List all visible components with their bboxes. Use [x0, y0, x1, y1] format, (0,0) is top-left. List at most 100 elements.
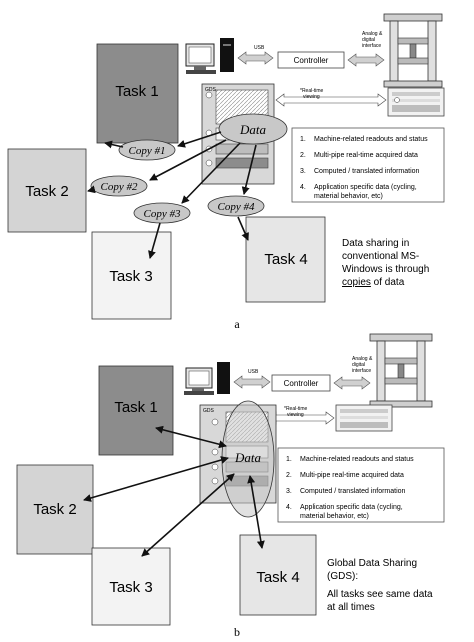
memory-label: GDS [205, 87, 217, 93]
arrow-data-to-copy1 [177, 131, 222, 148]
legend-box-b: 1. Machine-related readouts and status 2… [277, 447, 445, 523]
analog-digital-link-b: Analog & digital interface [333, 356, 373, 390]
computer-icon-b [184, 362, 230, 395]
legend-box: 1. Machine-related readouts and status 2… [291, 127, 445, 203]
digital-label: digital [362, 37, 375, 43]
controller-box-b: Controller [271, 374, 331, 392]
note-a-line3: Windows is through [342, 264, 429, 275]
realtime-viewing: *Real-time viewing [275, 87, 445, 117]
test-machine-icon-b [369, 333, 433, 408]
arrow-task1-data [155, 425, 227, 449]
copy-4-label: Copy #4 [218, 201, 255, 213]
data-label-b: Data [234, 450, 262, 465]
legend-num-1: 1. [300, 136, 306, 143]
memory-label-b: GDS [203, 408, 215, 414]
note-a-line1: Data sharing in [342, 238, 409, 249]
computer-icon [185, 38, 234, 74]
test-machine-icon [383, 13, 443, 88]
data-node: Data [218, 113, 288, 145]
analog-label-b: Analog & [352, 356, 373, 362]
copy-2: Copy #2 [90, 175, 148, 197]
digital-label-b: digital [352, 362, 365, 368]
task-2: Task 2 [7, 148, 87, 233]
legend-b-num-2: 2. [286, 472, 292, 479]
task-4-b-label: Task 4 [256, 569, 299, 586]
copy-1-label: Copy #1 [129, 145, 166, 157]
usb-link-b: USB [233, 369, 271, 389]
task-3-label: Task 3 [109, 268, 152, 285]
task-1-b: Task 1 [98, 365, 174, 456]
copy-2-label: Copy #2 [101, 181, 138, 193]
note-b: Global Data Sharing (GDS): All tasks see… [327, 558, 433, 613]
task-1-b-label: Task 1 [114, 399, 157, 416]
note-a-underlined: copies [342, 277, 371, 288]
controller-box: Controller [277, 51, 345, 69]
viewing-label-b: viewing [287, 412, 304, 418]
panel-b: USB Controller Analog & digital interfac… [16, 333, 445, 639]
note-b-line2: (GDS): [327, 571, 358, 582]
legend-b-item-4: Application specific data (cycling, [300, 504, 403, 511]
task-2-label: Task 2 [25, 183, 68, 200]
task-1: Task 1 [96, 43, 179, 144]
arrow-copy3-to-task3 [148, 222, 161, 259]
copy-3-label: Copy #3 [144, 208, 181, 220]
analog-label: Analog & [362, 31, 383, 37]
note-a-line2: conventional MS- [342, 251, 419, 262]
legend-item-4: Application specific data (cycling, [314, 184, 417, 191]
task-2-b-label: Task 2 [33, 501, 76, 518]
task-3-b: Task 3 [91, 547, 171, 626]
note-a: Data sharing in conventional MS- Windows… [342, 238, 429, 288]
data-node-b: Data [221, 400, 275, 518]
arrow-copy2-to-task2 [87, 185, 96, 194]
legend-item-1: Machine-related readouts and status [314, 136, 428, 143]
legend-item-2: Multi-pipe real-time acquired data [314, 152, 418, 159]
note-b-line3: All tasks see same data [327, 589, 433, 600]
legend-item-4b: material behavior, etc) [314, 193, 383, 200]
data-label: Data [239, 122, 267, 137]
usb-link: USB [237, 45, 274, 65]
arrow-task4-data [247, 475, 265, 549]
usb-label-b: USB [248, 369, 259, 375]
task-3-b-label: Task 3 [109, 579, 152, 596]
interface-label: interface [362, 43, 381, 49]
realtime-viewing-b: *Real-time viewing [267, 404, 393, 432]
copy-1: Copy #1 [118, 139, 176, 161]
note-b-line4: at all times [327, 602, 375, 613]
arrow-task3-data [141, 473, 235, 557]
panel-a: USB Controller Analog & digital interfac… [7, 13, 445, 331]
caption-b: b [234, 625, 240, 639]
task-4: Task 4 [245, 216, 326, 303]
legend-b-num-1: 1. [286, 456, 292, 463]
legend-b-item-2: Multi-pipe real-time acquired data [300, 472, 404, 479]
arrow-copy1-to-task1 [104, 140, 124, 149]
task-1-label: Task 1 [115, 83, 158, 100]
realtime-label: *Real-time [300, 88, 324, 94]
legend-b-item-3: Computed / translated information [300, 488, 406, 495]
legend-item-3: Computed / translated information [314, 168, 420, 175]
note-a-line4-rest: of data [371, 277, 405, 288]
note-b-line1: Global Data Sharing [327, 558, 417, 569]
controller-label-b: Controller [284, 379, 319, 388]
legend-b-num-4: 4. [286, 504, 292, 511]
arrows-panel-b [83, 425, 265, 557]
interface-label-b: interface [352, 368, 371, 374]
legend-b-item-4b: material behavior, etc) [300, 513, 369, 520]
legend-num-4: 4. [300, 184, 306, 191]
legend-b-num-3: 3. [286, 488, 292, 495]
controller-label: Controller [294, 56, 329, 65]
legend-b-item-1: Machine-related readouts and status [300, 456, 414, 463]
arrow-data-to-copy4 [241, 144, 257, 195]
task-4-label: Task 4 [264, 251, 307, 268]
legend-num-2: 2. [300, 152, 306, 159]
arrow-data-to-copy3 [181, 142, 241, 204]
note-a-line4: copies of data [342, 277, 405, 288]
viewing-label: viewing [303, 94, 320, 100]
arrow-data-to-copy2 [149, 139, 227, 181]
arrow-copy4-to-task4 [237, 216, 249, 241]
task-4-b: Task 4 [239, 534, 317, 616]
analog-digital-link: Analog & digital interface [347, 31, 385, 67]
copy-3: Copy #3 [133, 202, 191, 224]
caption-a: a [234, 317, 240, 331]
usb-label: USB [254, 45, 265, 51]
